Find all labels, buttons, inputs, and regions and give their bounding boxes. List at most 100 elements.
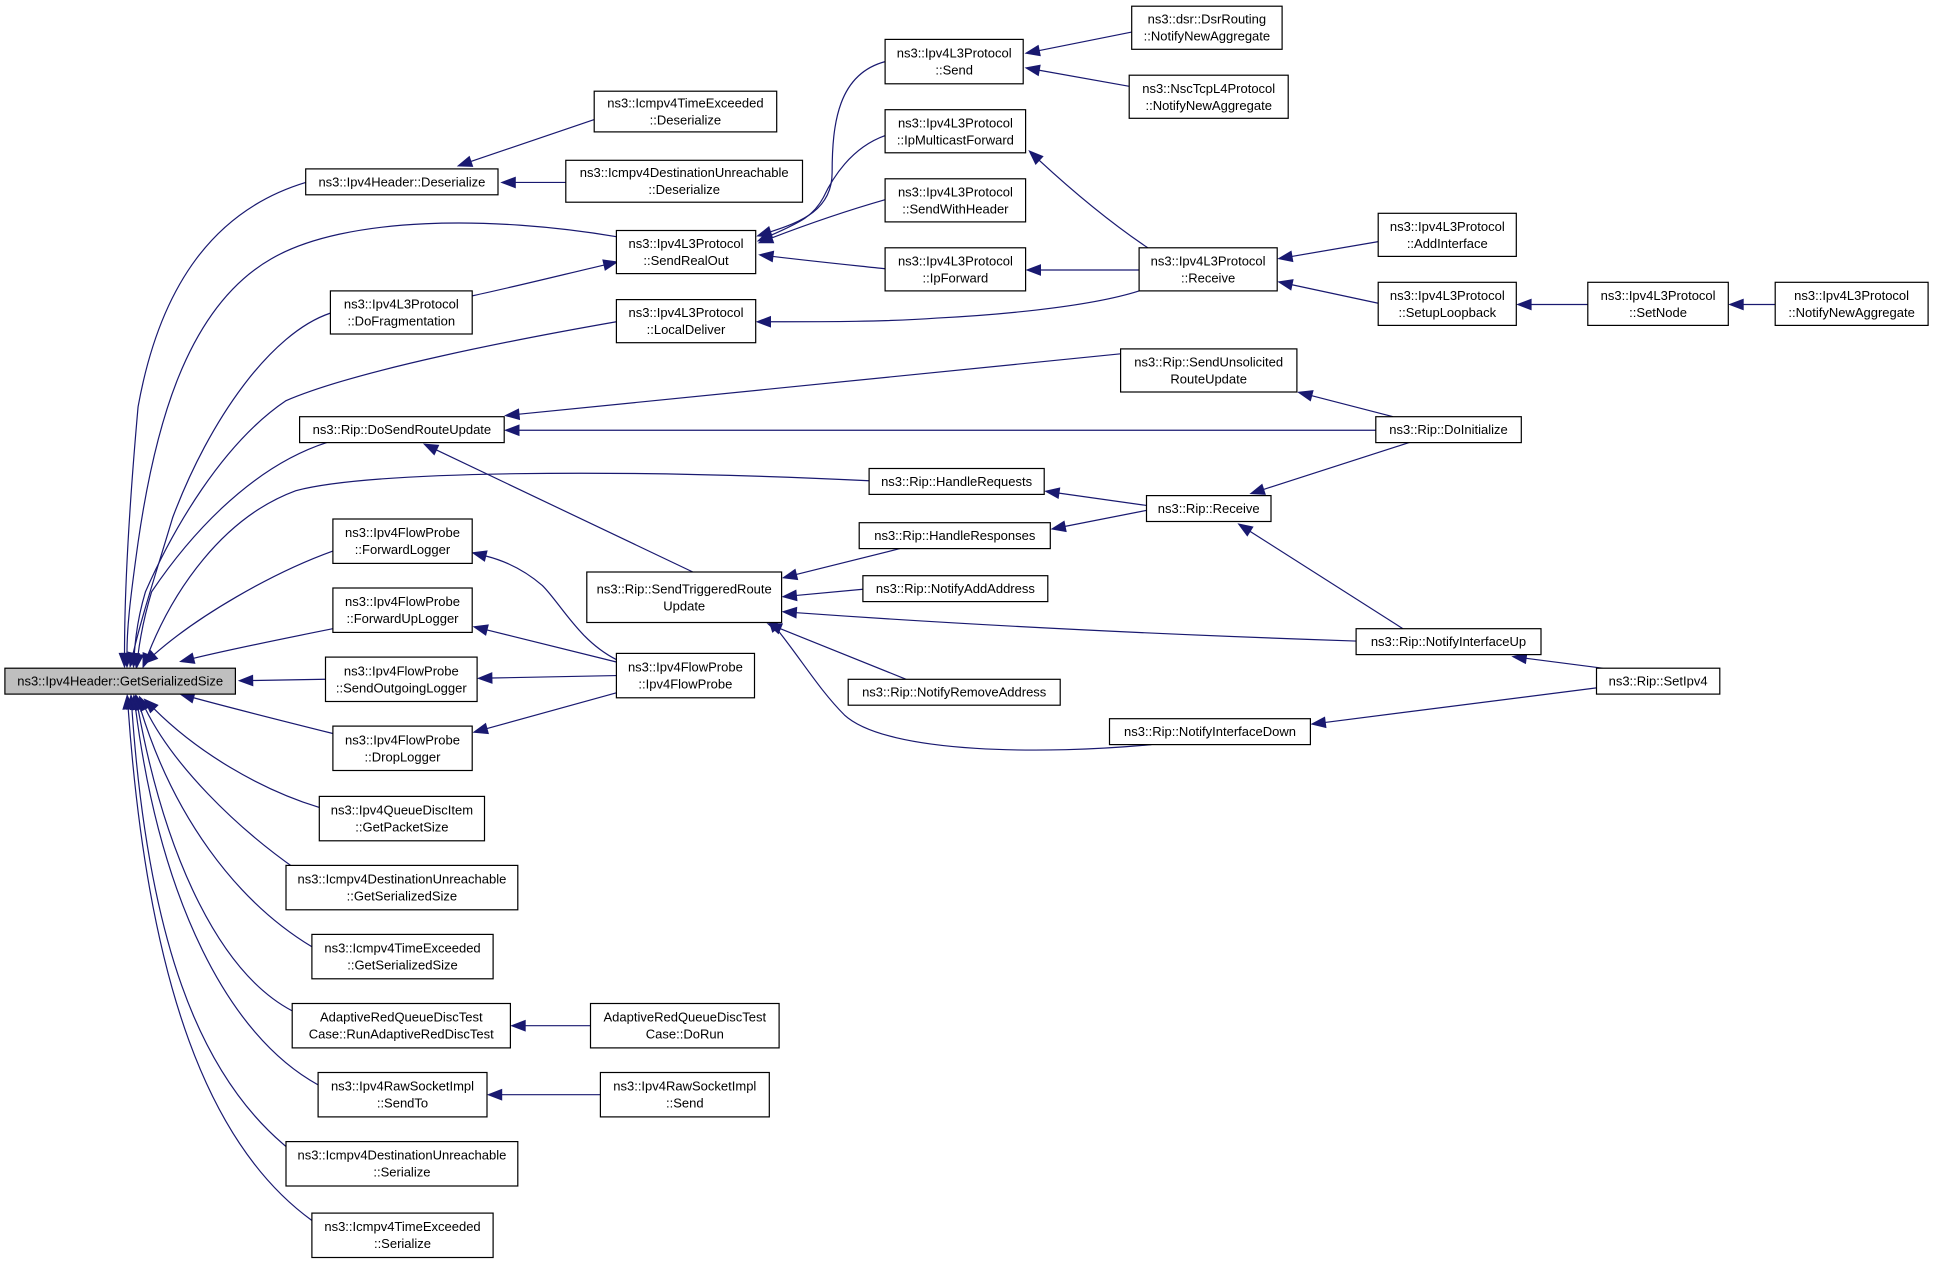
node-icte_gss[interactable]: ns3::Icmpv4TimeExceeded::GetSerializedSi… bbox=[311, 933, 494, 980]
node-dosendru[interactable]: ns3::Rip::DoSendRouteUpdate bbox=[299, 416, 505, 444]
node-setuplb[interactable]: ns3::Ipv4L3Protocol::SetupLoopback bbox=[1377, 281, 1517, 326]
edge-line bbox=[154, 709, 319, 808]
edge-arrowhead bbox=[1044, 487, 1061, 499]
edge-line bbox=[1264, 443, 1409, 490]
node-label: ::Ipv4FlowProbe bbox=[638, 677, 732, 692]
edge-arrowhead bbox=[1728, 298, 1744, 311]
node-label: ns3::Icmpv4TimeExceeded bbox=[324, 1219, 480, 1234]
node-icdu_deser[interactable]: ns3::Icmpv4DestinationUnreachable::Deser… bbox=[565, 159, 804, 203]
node-handleresp[interactable]: ns3::Rip::HandleResponses bbox=[858, 522, 1051, 550]
node-label: ::IpForward bbox=[923, 270, 989, 285]
node-box bbox=[1108, 718, 1311, 746]
node-box bbox=[332, 518, 473, 565]
node-arq_run[interactable]: AdaptiveRedQueueDiscTestCase::RunAdaptiv… bbox=[291, 1002, 512, 1049]
node-label: ::ForwardLogger bbox=[355, 542, 451, 557]
node-label: ns3::Rip::SetIpv4 bbox=[1609, 674, 1708, 689]
node-fwduplog[interactable]: ns3::Ipv4FlowProbe::ForwardUpLogger bbox=[332, 587, 473, 634]
node-label: ::NotifyNewAggregate bbox=[1144, 29, 1270, 44]
edge-line bbox=[1039, 160, 1147, 248]
node-dofrag[interactable]: ns3::Ipv4L3Protocol::DoFragmentation bbox=[329, 290, 473, 335]
node-box bbox=[1145, 495, 1272, 523]
node-notifyrem[interactable]: ns3::Rip::NotifyRemoveAddress bbox=[847, 678, 1061, 706]
node-box bbox=[884, 38, 1024, 85]
node-box bbox=[1355, 628, 1542, 656]
edge-arrowhead bbox=[471, 550, 488, 562]
node-box bbox=[862, 575, 1049, 603]
nodes-layer: ns3::Ipv4Header::GetSerializedSizens3::I… bbox=[4, 5, 1929, 1259]
node-raw_sendto[interactable]: ns3::Ipv4RawSocketImpl::SendTo bbox=[317, 1071, 488, 1118]
edge-line bbox=[1039, 70, 1129, 86]
edge-line bbox=[127, 223, 616, 653]
node-root[interactable]: ns3::Ipv4Header::GetSerializedSize bbox=[4, 667, 237, 695]
node-label: ::LocalDeliver bbox=[647, 322, 726, 337]
node-label: ns3::dsr::DsrRouting bbox=[1148, 12, 1267, 27]
node-dsr[interactable]: ns3::dsr::DsrRouting::NotifyNewAggregate bbox=[1131, 5, 1283, 50]
node-sendrealout[interactable]: ns3::Ipv4L3Protocol::SendRealOut bbox=[615, 229, 757, 275]
edge-line bbox=[796, 589, 863, 595]
edge-notifyifup-to-riprecv bbox=[1237, 523, 1403, 629]
edge-arrowhead bbox=[755, 315, 771, 328]
edge-arrowhead bbox=[500, 176, 516, 189]
node-raw_send[interactable]: ns3::Ipv4RawSocketImpl::Send bbox=[599, 1071, 770, 1118]
node-label: ns3::Ipv4FlowProbe bbox=[345, 525, 460, 540]
node-doinit[interactable]: ns3::Rip::DoInitialize bbox=[1375, 416, 1522, 444]
node-droplog[interactable]: ns3::Ipv4FlowProbe::DropLogger bbox=[332, 725, 473, 772]
node-box bbox=[599, 1071, 770, 1118]
node-handlereq[interactable]: ns3::Rip::HandleRequests bbox=[868, 467, 1045, 495]
node-label: ::Send bbox=[666, 1096, 704, 1111]
node-localdel[interactable]: ns3::Ipv4L3Protocol::LocalDeliver bbox=[615, 299, 757, 344]
node-box bbox=[589, 1002, 780, 1049]
edge-line bbox=[436, 450, 692, 572]
node-label: ns3::Ipv4FlowProbe bbox=[345, 594, 460, 609]
node-icte_deser[interactable]: ns3::Icmpv4TimeExceeded::Deserialize bbox=[593, 90, 778, 133]
node-l3recv[interactable]: ns3::Ipv4L3Protocol::Receive bbox=[1138, 247, 1278, 292]
edge-qdisc-to-root bbox=[143, 698, 320, 808]
node-setipv4[interactable]: ns3::Rip::SetIpv4 bbox=[1595, 667, 1721, 695]
node-setnode[interactable]: ns3::Ipv4L3Protocol::SetNode bbox=[1587, 281, 1729, 326]
edge-l3send-to-sendrealout bbox=[756, 62, 886, 238]
node-label: ::GetSerializedSize bbox=[347, 889, 458, 904]
edge-line bbox=[1250, 531, 1403, 628]
node-box bbox=[1138, 247, 1278, 292]
edge-setipv4-to-notifyifup bbox=[1511, 652, 1603, 668]
edge-line bbox=[492, 676, 617, 678]
node-fwdlog[interactable]: ns3::Ipv4FlowProbe::ForwardLogger bbox=[332, 518, 473, 565]
node-deser[interactable]: ns3::Ipv4Header::Deserialize bbox=[305, 168, 499, 196]
node-notifyifup[interactable]: ns3::Rip::NotifyInterfaceUp bbox=[1355, 628, 1542, 656]
edge-arrowhead bbox=[781, 589, 798, 602]
node-qdisc[interactable]: ns3::Ipv4QueueDiscItem::GetPacketSize bbox=[318, 795, 486, 842]
node-riprecv[interactable]: ns3::Rip::Receive bbox=[1145, 495, 1272, 523]
node-ipfwd[interactable]: ns3::Ipv4L3Protocol::IpForward bbox=[884, 247, 1027, 292]
node-flowprobe[interactable]: ns3::Ipv4FlowProbe::Ipv4FlowProbe bbox=[615, 652, 756, 699]
edge-arrowhead bbox=[1024, 64, 1041, 77]
node-nsc[interactable]: ns3::NscTcpL4Protocol::NotifyNewAggregat… bbox=[1128, 74, 1289, 119]
node-label: Case::DoRun bbox=[646, 1027, 724, 1042]
node-l3send[interactable]: ns3::Ipv4L3Protocol::Send bbox=[884, 38, 1024, 85]
node-icte_ser[interactable]: ns3::Icmpv4TimeExceeded::Serialize bbox=[311, 1212, 494, 1259]
edge-line bbox=[253, 679, 326, 680]
edge-icdu_ser-to-root bbox=[126, 693, 286, 1146]
node-notifyifdown[interactable]: ns3::Rip::NotifyInterfaceDown bbox=[1108, 718, 1311, 746]
node-sendoutlog[interactable]: ns3::Ipv4FlowProbe::SendOutgoingLogger bbox=[324, 656, 478, 703]
node-l3nna[interactable]: ns3::Ipv4L3Protocol::NotifyNewAggregate bbox=[1774, 281, 1929, 326]
node-label: ::SetNode bbox=[1629, 305, 1687, 320]
node-label: ns3::Ipv4FlowProbe bbox=[344, 663, 459, 678]
node-sendwh[interactable]: ns3::Ipv4L3Protocol::SendWithHeader bbox=[884, 178, 1027, 223]
node-notifyadd[interactable]: ns3::Rip::NotifyAddAddress bbox=[862, 575, 1049, 603]
node-label: ::SendTo bbox=[377, 1096, 428, 1111]
edge-line bbox=[136, 709, 318, 1085]
edge-line bbox=[770, 291, 1139, 322]
edge-notifyrem-to-sendtrig bbox=[766, 623, 906, 680]
node-icdu_gss[interactable]: ns3::Icmpv4DestinationUnreachable::GetSe… bbox=[285, 864, 519, 911]
node-box bbox=[1774, 281, 1929, 326]
node-label: ns3::Ipv4L3Protocol bbox=[897, 46, 1012, 61]
edge-line bbox=[128, 709, 312, 1221]
node-label: ns3::Ipv4L3Protocol bbox=[898, 253, 1013, 268]
node-ipmf[interactable]: ns3::Ipv4L3Protocol::IpMulticastForward bbox=[884, 109, 1027, 154]
node-addif[interactable]: ns3::Ipv4L3Protocol::AddInterface bbox=[1377, 212, 1517, 258]
node-icdu_ser[interactable]: ns3::Icmpv4DestinationUnreachable::Seria… bbox=[285, 1140, 519, 1187]
